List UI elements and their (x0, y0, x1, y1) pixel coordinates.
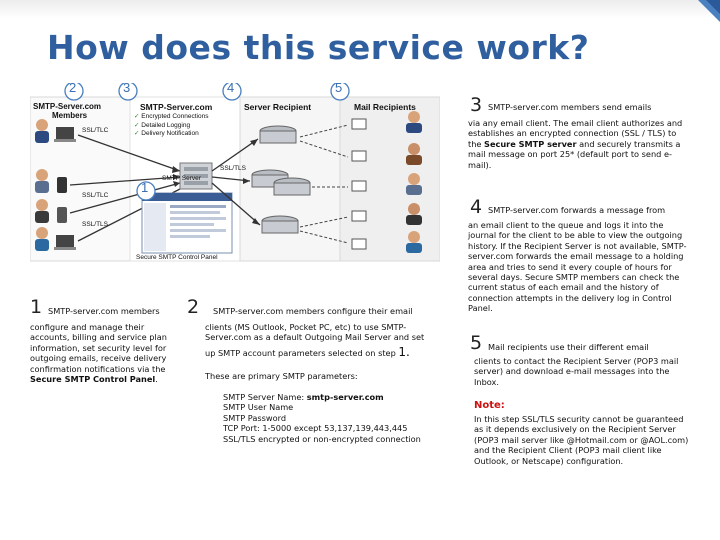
members-subtitle: Members (52, 111, 88, 120)
secure-smtp-server-text: Secure SMTP server (484, 138, 577, 149)
step3-text: via any email client. The email client a… (468, 118, 686, 170)
member-arrowheads (172, 166, 180, 187)
badge-5: 5 (335, 80, 343, 95)
feature-encrypted: ✓ Encrypted Connections (134, 113, 209, 120)
corner-decoration-inner (706, 0, 720, 14)
mail-recipients-title: Mail Recipients (354, 102, 416, 112)
step-badges (64, 83, 350, 201)
server-arrowheads (243, 139, 260, 225)
note-label: Note: (474, 400, 505, 411)
recipient-arrows (299, 124, 349, 244)
smtp-server-box (179, 162, 213, 190)
param-tcp-port: TCP Port: 1-5000 except 53,137,139,443,4… (223, 423, 408, 434)
step5-heading: Mail recipients use their different emai… (488, 342, 649, 352)
page-title: How does this service work? (47, 28, 590, 67)
step2-line3: up SMTP account parameters selected on s… (205, 345, 445, 359)
smtp-server-label: SMTP Server (162, 175, 201, 182)
params-intro: These are primary SMTP parameters: (205, 371, 358, 381)
param-server-name: SMTP Server Name: smtp-server.com (223, 392, 384, 402)
feature-logging: ✓ Detailed Logging (134, 121, 191, 129)
members-title: SMTP-Server.com (33, 102, 102, 111)
diagram-graphics (30, 83, 440, 262)
control-panel-caption: Secure SMTP Control Panel (136, 254, 218, 261)
step2-ref: 1. (398, 345, 410, 359)
step1-end: . (155, 374, 158, 385)
step5-text: clients to contact the Recipient Server … (474, 356, 679, 387)
note-text: In this step SSL/TLS security cannot be … (474, 414, 689, 466)
server-title: SMTP-Server.com (140, 102, 213, 112)
step1-heading: SMTP-server.com members (48, 306, 160, 316)
ssl-label-4: SSL/TLS (82, 221, 109, 228)
param-password: SMTP Password (223, 412, 287, 423)
recipient-server-title: Server Recipient (244, 102, 312, 112)
step3-text-2: and securely transmits a mail message on… (468, 138, 681, 170)
param-user-name: SMTP User Name (223, 402, 294, 413)
ssl-label-2: SSL/TLC (82, 192, 109, 199)
badge-3: 3 (123, 80, 131, 95)
service-diagram: 2 3 4 5 1 SMTP-Server.com Members SMTP-S… (30, 80, 440, 263)
control-panel-thumbnail (141, 192, 233, 254)
step3-text-1: via any email client. The email client a… (468, 118, 683, 149)
smtp-parameters: SMTP Server Name: smtp-server.com SMTP U… (223, 392, 443, 444)
feature-notification: ✓ Delivery Notification (134, 130, 199, 137)
server-features: ✓ Encrypted Connections ✓ Detailed Loggi… (134, 113, 208, 139)
mail-recipient-envelopes (351, 118, 367, 250)
step3-heading: SMTP-server.com members send emails (488, 102, 652, 112)
step2-text: clients (MS Outlook, Pocket PC, etc) to … (205, 322, 425, 343)
top-gradient-bar (0, 0, 720, 18)
ssl-label-1: SSL/TLC (82, 127, 109, 134)
step3-number: 3 (470, 94, 483, 116)
badge-1: 1 (141, 180, 149, 195)
param-ssl: SSL/TLS encrypted or non-encrypted conne… (223, 433, 421, 444)
step5-number: 5 (470, 332, 483, 354)
step1-body: configure and manage their accounts, bil… (30, 322, 167, 374)
member-devices (54, 127, 76, 250)
step2-number: 2 (187, 296, 200, 318)
mail-recipient-avatars (406, 111, 422, 253)
step1-text: configure and manage their accounts, bil… (30, 322, 180, 384)
badge-2: 2 (69, 80, 77, 95)
step2-line3-text: up SMTP account parameters selected on s… (205, 348, 396, 358)
step2-heading: SMTP-server.com members configure their … (213, 306, 413, 316)
badge-4: 4 (227, 80, 235, 95)
step4-number: 4 (470, 196, 483, 218)
control-panel-link-text: Secure SMTP Control Panel (30, 374, 156, 385)
recipient-servers (251, 125, 311, 234)
step4-heading: SMTP-server.com forwards a message from (488, 205, 666, 215)
ssl-label-3: SSL/TLS (220, 165, 247, 172)
step4-text: an email client to the queue and logs it… (468, 220, 687, 314)
member-avatars (35, 119, 49, 251)
step1-number: 1 (30, 296, 43, 318)
